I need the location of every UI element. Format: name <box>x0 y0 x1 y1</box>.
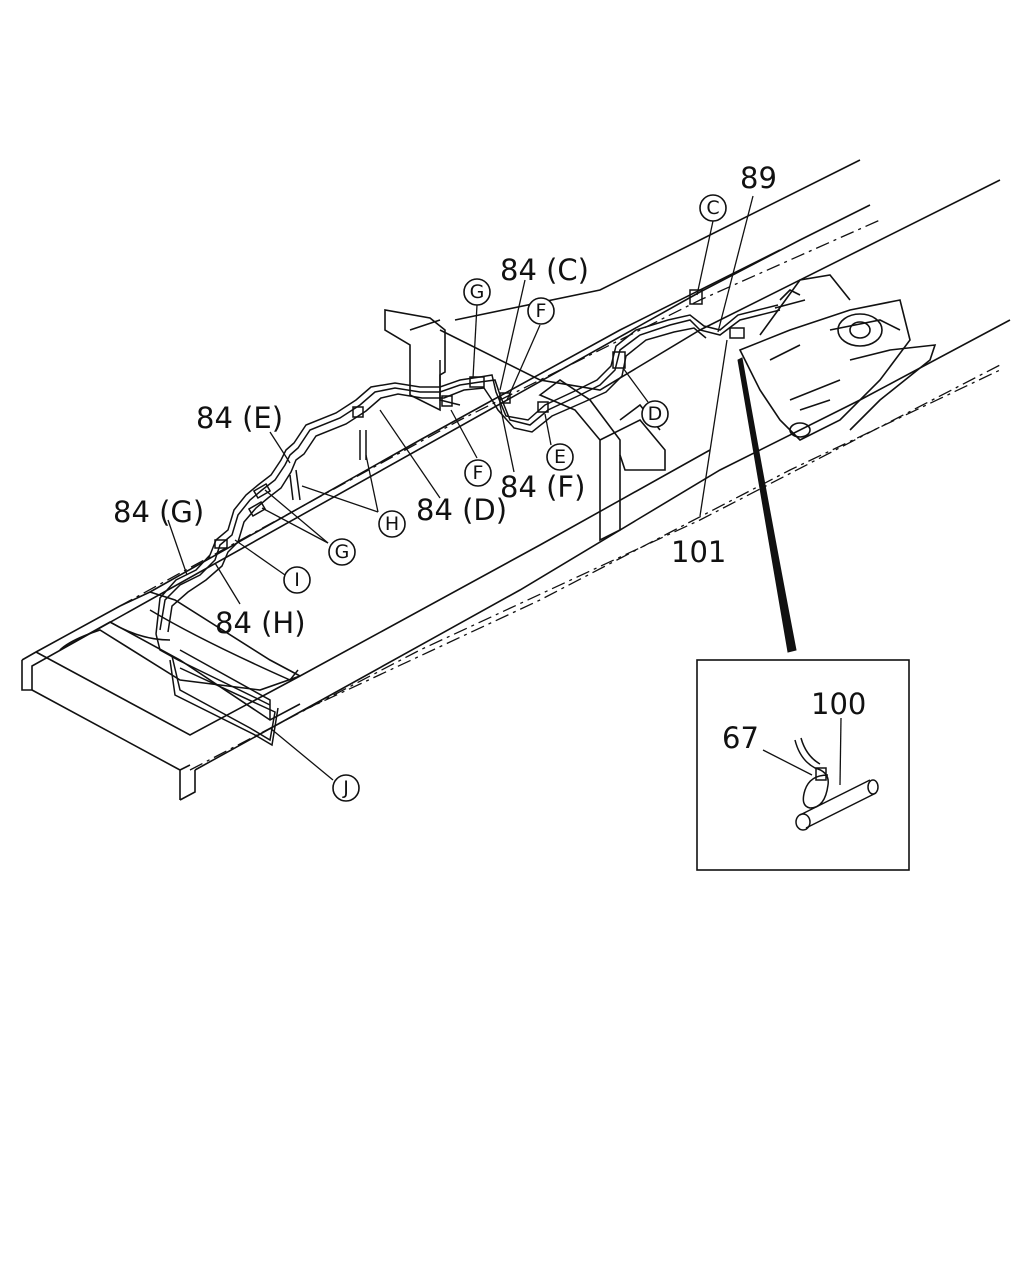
ref-circle-c: C <box>699 194 727 222</box>
svg-text:D: D <box>648 403 663 425</box>
frame-centerlines <box>119 219 1001 771</box>
label-84h: 84 (H) <box>215 606 306 640</box>
svg-text:F: F <box>473 462 484 484</box>
svg-text:E: E <box>554 446 566 468</box>
detail-callout-arrow <box>737 357 797 653</box>
ref-circle-e: E <box>546 443 574 471</box>
leader-lines <box>167 195 754 781</box>
section-references: C G F D F E H G <box>283 194 727 802</box>
svg-text:G: G <box>470 281 485 303</box>
ref-circle-j: J <box>332 774 360 802</box>
label-67: 67 <box>722 721 759 755</box>
ref-circle-d: D <box>641 400 669 428</box>
label-101: 101 <box>671 535 726 569</box>
label-84c: 84 (C) <box>500 253 589 287</box>
label-84e: 84 (E) <box>196 401 283 435</box>
ref-circle-g-top: G <box>463 278 491 306</box>
ref-circle-i: I <box>283 566 311 594</box>
svg-text:H: H <box>385 513 399 535</box>
rear-axle-assembly <box>738 274 937 441</box>
brake-pipes <box>149 289 781 747</box>
chassis-frame <box>21 159 1011 801</box>
label-89: 89 <box>740 161 777 195</box>
ref-circle-f-mid: F <box>464 459 492 487</box>
detail-inset <box>696 659 910 871</box>
svg-text:F: F <box>536 300 547 322</box>
ref-circle-g-low: G <box>328 538 356 566</box>
ref-circle-h: H <box>378 510 406 538</box>
label-84f: 84 (F) <box>500 470 585 504</box>
svg-text:I: I <box>294 569 300 591</box>
ref-circle-f-top: F <box>527 297 555 325</box>
svg-text:G: G <box>335 541 350 563</box>
svg-text:J: J <box>342 777 349 799</box>
svg-text:C: C <box>706 197 719 219</box>
label-100: 100 <box>811 687 866 721</box>
label-84d: 84 (D) <box>416 493 507 527</box>
label-84g: 84 (G) <box>113 495 204 529</box>
part-labels: 89 84 (C) 84 (E) 84 (G) 84 (H) 84 (D) 84… <box>113 161 866 755</box>
